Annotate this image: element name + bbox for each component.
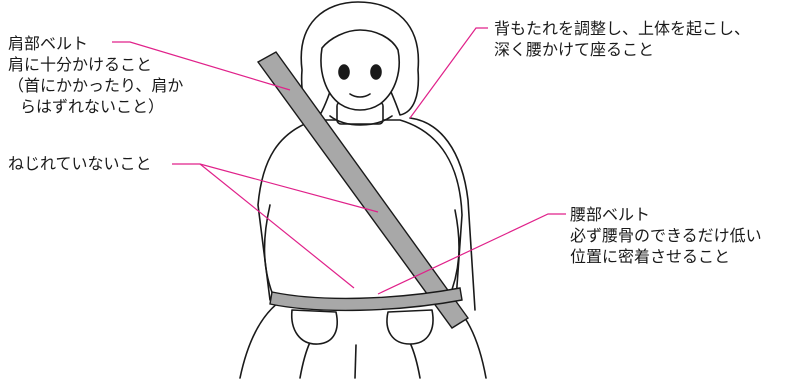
twist-instruction: ねじれていないこと (8, 154, 152, 173)
shoulder-belt-note-2: らはずれないこと） (20, 97, 165, 116)
lap-belt-label: 腰部ベルト 必ず腰骨のできるだけ低い 位置に密着させること (570, 204, 762, 267)
shoulder-belt-note-1: （首にかかったり、肩か (8, 76, 184, 95)
left-hand (291, 309, 338, 345)
seat-instruction-2: 深く腰かけて座ること (494, 40, 655, 59)
shoulder-belt-instruction: 肩に十分かけること (8, 55, 153, 74)
lap-belt (269, 287, 463, 312)
shoulder-belt (256, 51, 470, 329)
collar (329, 115, 393, 126)
left-eye (338, 64, 350, 80)
lap-belt-instruction-2: 位置に密着させること (570, 247, 731, 266)
leader-twist-to-lap (199, 163, 355, 289)
face (320, 29, 400, 111)
twist-label: ねじれていないこと (8, 153, 152, 174)
left-arm (263, 204, 276, 301)
lap-belt-instruction-1: 必ず腰骨のできるだけ低い (570, 226, 762, 245)
shoulder-belt-title: 肩部ベルト (8, 34, 89, 53)
seat-instruction-1: 背もたれを調整し、上体を起こし、 (494, 19, 751, 38)
crotch-line (354, 344, 357, 379)
lap-belt-title: 腰部ベルト (570, 205, 651, 224)
leader-shoulder (112, 41, 291, 91)
shoulder-belt-label: 肩部ベルト 肩に十分かけること （首にかかったり、肩か らはずれないこと） (8, 33, 183, 117)
seat-back (409, 117, 476, 311)
leader-seat (409, 27, 488, 119)
leader-lap (377, 213, 566, 295)
mouth (349, 93, 371, 98)
seat-belt (256, 51, 470, 329)
right-hand (386, 309, 434, 345)
leader-lines (112, 27, 566, 295)
seat-label: 背もたれを調整し、上体を起こし、 深く腰かけて座ること (494, 18, 750, 60)
person-illustration (239, 1, 487, 379)
right-eye (370, 64, 382, 80)
